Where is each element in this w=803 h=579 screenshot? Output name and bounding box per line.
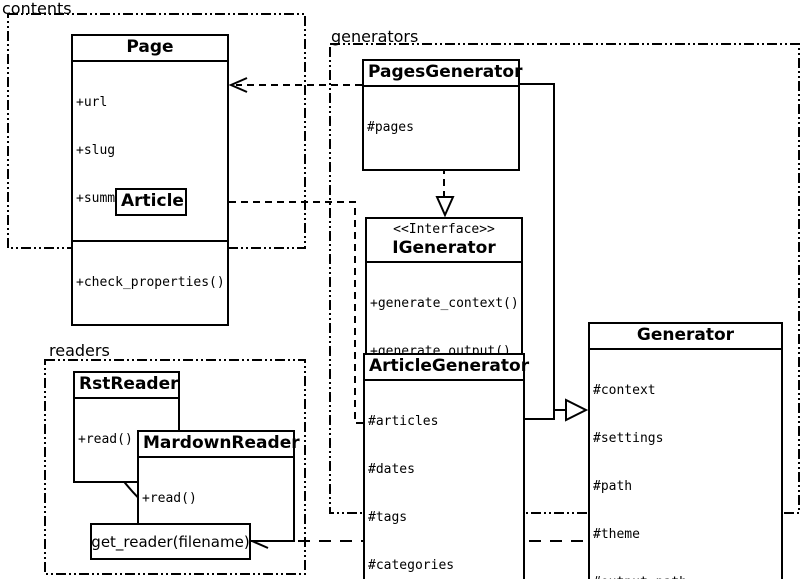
pagesgenerator-to-page-open-arrowhead: [228, 77, 248, 93]
attribute: +url: [76, 95, 108, 110]
attribute: #path: [593, 479, 633, 494]
class-articlegenerator: ArticleGenerator #articles #dates #tags …: [363, 353, 530, 579]
attribute: #context: [593, 383, 656, 398]
class-mardownreader-methods: +read(): [139, 456, 293, 540]
attribute: #dates: [368, 462, 415, 477]
readers-package-label: readers: [49, 341, 110, 360]
pagesgenerator-to-igenerator-realization-arrowhead: [435, 196, 455, 218]
class-pagesgenerator-attributes: #pages: [364, 85, 518, 169]
generators-package-label: generators: [331, 27, 419, 46]
class-rstreader-methods: +read(): [75, 397, 178, 481]
class-pagesgenerator: PagesGenerator #pages: [362, 59, 523, 171]
attribute: #tags: [368, 510, 408, 525]
attribute: #pages: [367, 120, 414, 135]
generators-package-frame: [329, 43, 800, 514]
generator-generalization-arrowhead: [565, 398, 589, 422]
readers-package-frame: [44, 359, 306, 575]
class-generator-title: Generator: [636, 325, 735, 345]
class-articlegenerator-title: ArticleGenerator: [369, 356, 530, 376]
attribute: +slug: [76, 143, 116, 158]
class-pagesgenerator-title: PagesGenerator: [368, 62, 523, 82]
class-generator: Generator #context #settings #path #them…: [588, 322, 783, 579]
attribute: #theme: [593, 527, 640, 542]
method: +generate_context(): [370, 296, 519, 311]
generators-to-generator-trunk-line: [520, 83, 555, 420]
class-igenerator-title: IGenerator: [392, 238, 496, 258]
attribute: #articles: [368, 414, 439, 429]
class-article-title: Article: [121, 191, 184, 211]
get-reader-label: get_reader(filename): [91, 532, 250, 551]
method: +check_properties(): [76, 275, 225, 290]
class-mardownreader-title: MardownReader: [143, 433, 300, 453]
class-igenerator-stereotype: <<Interface>>: [393, 222, 495, 237]
attribute: #categories: [368, 558, 455, 573]
method: +read(): [142, 491, 197, 506]
class-page: Page +url +slug +summary +check_properti…: [71, 34, 229, 326]
class-rstreader-title: RstReader: [79, 374, 179, 394]
contents-package-frame: [7, 13, 306, 249]
class-generator-attributes: #context #settings #path #theme #output_…: [590, 348, 781, 579]
attribute: #output_path: [593, 575, 778, 579]
get-reader-box: get_reader(filename): [90, 523, 251, 560]
attribute: #settings: [593, 431, 664, 446]
method: +read(): [78, 432, 133, 447]
class-articlegenerator-attributes: #articles #dates #tags #categories: [365, 379, 523, 579]
articlegenerator-to-article-dashed-line: [191, 201, 363, 424]
contents-package-label: contents: [2, 0, 72, 18]
class-page-methods: +check_properties(): [73, 240, 227, 324]
class-article: Article: [115, 188, 187, 216]
class-page-title: Page: [126, 37, 174, 57]
